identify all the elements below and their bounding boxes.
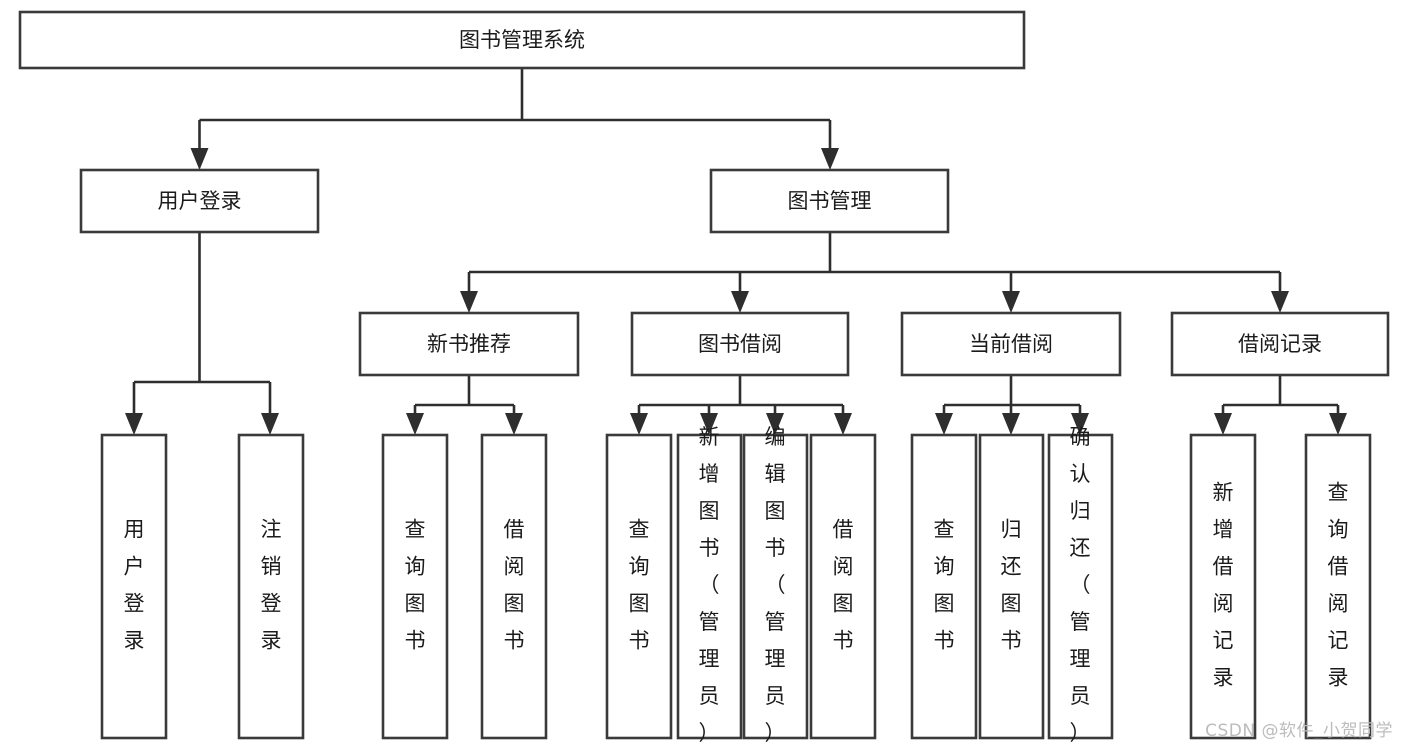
node-new-book-recommend-box[interactable] — [358, 311, 580, 377]
leaf-label-nbr-0: 查询图书 — [405, 518, 426, 653]
connector-group-book-borrow — [630, 375, 852, 435]
leaf-label-cb-1: 归还图书 — [1001, 518, 1022, 653]
connector-group-current-borrow — [935, 375, 1089, 435]
leaf-box-nbr-1[interactable] — [480, 433, 548, 740]
arrowhead-nbr-leaf-1 — [505, 413, 523, 435]
leaf-label-bb-1: 新增图书（管理员） — [699, 425, 720, 745]
connector-group-borrow-record — [1214, 375, 1347, 435]
arrowhead-user-login-leaf-0 — [125, 413, 143, 435]
node-borrow-record-box[interactable] — [1170, 311, 1390, 377]
node-book-manage-label: 图书管理 — [788, 189, 872, 213]
leaf-label-user-login-1: 注销登录 — [261, 518, 282, 653]
arrowhead-to-current-borrow — [1002, 291, 1020, 313]
connector-group-root — [190, 68, 839, 170]
node-book-manage[interactable]: 图书管理 — [709, 168, 950, 234]
leaf-node[interactable]: 查询图书 — [910, 433, 978, 740]
leaf-label-user-login-0: 用户登录 — [124, 518, 145, 653]
node-user-login-label: 用户登录 — [158, 189, 242, 213]
arrowhead-to-borrow-record — [1271, 291, 1289, 313]
arrowhead-br-leaf-1 — [1329, 413, 1347, 435]
arrowhead-bb-leaf-0 — [630, 413, 648, 435]
leaf-box-cb-0[interactable] — [910, 433, 978, 740]
node-new-book-recommend-label: 新书推荐 — [427, 332, 511, 356]
leaf-node[interactable]: 新增图书（管理员） — [676, 425, 743, 745]
leaf-box-nbr-0[interactable] — [381, 433, 449, 740]
node-borrow-record-label: 借阅记录 — [1238, 332, 1322, 356]
arrowhead-bb-leaf-3 — [834, 413, 852, 435]
node-book-borrow-label: 图书借阅 — [698, 332, 782, 356]
leaf-node[interactable]: 借阅图书 — [809, 433, 877, 740]
leaf-label-cb-0: 查询图书 — [934, 518, 955, 653]
leaf-node[interactable]: 查询图书 — [381, 433, 449, 740]
arrowhead-bb-leaf-1 — [700, 413, 718, 435]
arrowhead-cb-leaf-1 — [1002, 413, 1020, 435]
leaf-label-br-1: 查询借阅记录 — [1328, 481, 1349, 690]
leaf-label-cb-2: 确认归还（管理员） — [1070, 425, 1091, 745]
arrowhead-to-user-login — [190, 148, 209, 170]
node-current-borrow-label: 当前借阅 — [969, 332, 1053, 356]
arrowhead-nbr-leaf-0 — [406, 413, 424, 435]
connector-group-book-manage — [460, 232, 1289, 313]
leaf-box-bb-2[interactable] — [742, 433, 809, 740]
leaf-node[interactable]: 确认归还（管理员） — [1047, 425, 1114, 745]
leaf-box-user-login-0[interactable] — [100, 433, 168, 740]
leaf-box-br-0[interactable] — [1189, 433, 1257, 740]
leaf-node[interactable]: 查询图书 — [605, 433, 673, 740]
csdn-watermark: CSDN @软件_小贺同学 — [1205, 721, 1393, 741]
leaf-box-bb-3[interactable] — [809, 433, 877, 740]
leaf-node[interactable]: 注销登录 — [237, 433, 305, 740]
leaf-label-bb-2: 编辑图书（管理员） — [765, 425, 786, 745]
leaf-label-nbr-1: 借阅图书 — [504, 518, 525, 653]
leaf-node[interactable]: 借阅图书 — [480, 433, 548, 740]
node-new-book-recommend[interactable]: 新书推荐 — [358, 311, 580, 377]
node-user-login-box[interactable] — [79, 168, 320, 234]
leaf-box-user-login-1[interactable] — [237, 433, 305, 740]
leaf-label-bb-3: 借阅图书 — [833, 518, 854, 653]
arrowhead-to-book-borrow — [731, 291, 749, 313]
arrowhead-bb-leaf-2 — [766, 413, 784, 435]
node-user-login[interactable]: 用户登录 — [79, 168, 320, 234]
arrowhead-cb-leaf-2 — [1071, 413, 1089, 435]
arrowhead-user-login-leaf-1 — [261, 413, 279, 435]
leaf-node[interactable]: 编辑图书（管理员） — [742, 425, 809, 745]
leaf-box-cb-1[interactable] — [978, 433, 1045, 740]
leaf-box-bb-0[interactable] — [605, 433, 673, 740]
leaf-box-br-1[interactable] — [1304, 433, 1372, 740]
arrowhead-cb-leaf-0 — [935, 413, 953, 435]
leaf-node[interactable]: 用户登录 — [100, 433, 168, 740]
node-borrow-record[interactable]: 借阅记录 — [1170, 311, 1390, 377]
node-book-manage-box[interactable] — [709, 168, 950, 234]
leaf-node[interactable]: 查询借阅记录 — [1304, 433, 1372, 740]
node-current-borrow-box[interactable] — [900, 311, 1122, 377]
node-book-borrow[interactable]: 图书借阅 — [630, 311, 850, 377]
node-root-box[interactable] — [18, 10, 1026, 70]
node-root[interactable]: 图书管理系统 — [18, 10, 1026, 70]
leaf-label-br-0: 新增借阅记录 — [1213, 481, 1234, 690]
connector-group-user-login — [125, 232, 279, 435]
leaf-box-cb-2[interactable] — [1047, 433, 1114, 740]
node-book-borrow-box[interactable] — [630, 311, 850, 377]
node-current-borrow[interactable]: 当前借阅 — [900, 311, 1122, 377]
arrowhead-br-leaf-0 — [1214, 413, 1232, 435]
leaf-label-bb-0: 查询图书 — [629, 518, 650, 653]
node-root-label: 图书管理系统 — [459, 28, 585, 52]
arrowhead-to-book-manage — [821, 148, 839, 170]
leaf-node[interactable]: 新增借阅记录 — [1189, 433, 1257, 740]
leaf-box-bb-1[interactable] — [676, 433, 743, 740]
arrowhead-to-new-book-recommend — [460, 291, 478, 313]
leaf-node[interactable]: 归还图书 — [978, 433, 1045, 740]
connector-group-new-book-recommend — [406, 375, 523, 435]
